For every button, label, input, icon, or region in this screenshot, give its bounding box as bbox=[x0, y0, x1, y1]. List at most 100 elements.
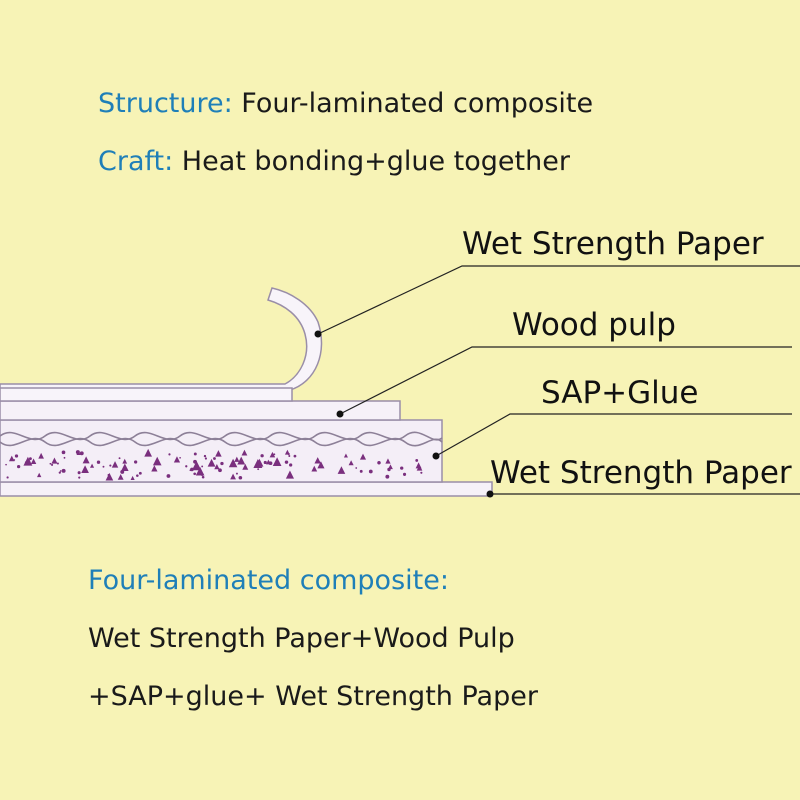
label-bottom-wet-strength-paper: Wet Strength Paper bbox=[490, 455, 792, 491]
label-sap-glue: SAP+Glue bbox=[541, 375, 699, 411]
sap-particle bbox=[152, 456, 162, 466]
structure-line: Structure: Four-laminated composite bbox=[98, 88, 593, 119]
sap-particle bbox=[257, 468, 260, 471]
sap-particle bbox=[385, 474, 390, 479]
structure-value: Four-laminated composite bbox=[232, 88, 594, 119]
sap-particle bbox=[359, 453, 367, 460]
sap-particle bbox=[368, 469, 373, 474]
sap-particle bbox=[59, 470, 62, 472]
sap-particle bbox=[293, 454, 297, 458]
sap-particle bbox=[201, 475, 205, 479]
sap-particle bbox=[144, 448, 153, 457]
sap-particle bbox=[96, 460, 101, 464]
sap-particle bbox=[242, 463, 249, 470]
sap-particle bbox=[213, 457, 216, 460]
sap-particle bbox=[49, 462, 52, 465]
sap-particle bbox=[416, 465, 423, 471]
layer-sap-glue bbox=[0, 419, 443, 483]
sap-particle bbox=[102, 465, 105, 468]
sap-particle bbox=[5, 463, 7, 466]
sap-particle bbox=[400, 466, 404, 470]
sap-particle bbox=[6, 476, 9, 479]
sap-particle bbox=[317, 461, 325, 469]
sap-particle bbox=[79, 451, 84, 456]
sap-particle bbox=[420, 471, 423, 474]
summary-title: Four-laminated composite: bbox=[88, 565, 449, 596]
sap-particle bbox=[30, 458, 37, 464]
sap-particle bbox=[253, 458, 263, 468]
sap-particle bbox=[23, 456, 33, 466]
sap-particle bbox=[193, 452, 197, 456]
sap-particle bbox=[235, 472, 238, 475]
label-wood-pulp: Wood pulp bbox=[512, 307, 676, 343]
sap-particle bbox=[105, 472, 114, 481]
craft-line: Craft: Heat bonding+glue together bbox=[98, 146, 570, 177]
summary-line-1: Wet Strength Paper+Wood Pulp bbox=[88, 623, 515, 654]
structure-label: Structure: bbox=[98, 88, 233, 119]
leader-top-paper bbox=[317, 265, 800, 335]
sap-particle bbox=[415, 459, 419, 462]
sap-particle bbox=[61, 468, 66, 473]
sap-particle bbox=[136, 474, 139, 477]
sap-particle bbox=[234, 456, 240, 462]
leader-dot-sap-glue bbox=[432, 452, 440, 460]
layer-bottom-paper bbox=[0, 481, 493, 497]
sap-particle bbox=[151, 465, 158, 472]
sap-particle bbox=[8, 455, 15, 462]
glue-wave-2 bbox=[0, 437, 443, 447]
sap-particle bbox=[348, 460, 354, 466]
sap-particle bbox=[337, 466, 346, 474]
sap-particle bbox=[201, 465, 204, 468]
sap-particle bbox=[193, 472, 197, 476]
sap-particle bbox=[81, 465, 89, 473]
sap-particle bbox=[195, 466, 205, 476]
sap-particle bbox=[284, 449, 290, 455]
sap-particle bbox=[58, 471, 61, 474]
sap-particle bbox=[198, 473, 201, 476]
leader-sap-glue bbox=[435, 413, 792, 457]
sap-particle bbox=[359, 469, 363, 473]
sap-particle bbox=[166, 474, 171, 478]
sap-particle bbox=[179, 456, 181, 459]
sap-particle bbox=[28, 457, 32, 461]
sap-particle bbox=[377, 461, 381, 465]
sap-particle bbox=[284, 460, 289, 464]
sap-particle bbox=[51, 457, 58, 464]
sap-particle bbox=[314, 457, 321, 464]
sap-particle bbox=[75, 450, 80, 455]
sap-particle bbox=[118, 457, 121, 460]
sap-particle bbox=[269, 451, 276, 458]
sap-particle bbox=[207, 458, 216, 467]
sap-particle bbox=[122, 458, 128, 464]
sap-particle bbox=[343, 453, 348, 458]
sap-particle bbox=[109, 464, 112, 467]
sap-particle bbox=[121, 463, 129, 471]
sap-particle bbox=[193, 459, 197, 464]
sap-particle bbox=[117, 473, 124, 480]
sap-particle bbox=[56, 462, 59, 465]
sap-particle bbox=[37, 472, 42, 478]
sap-particle bbox=[204, 457, 208, 460]
leader-dot-wood-pulp bbox=[336, 410, 344, 418]
sap-particle bbox=[228, 458, 238, 468]
sap-particle bbox=[89, 463, 95, 468]
sap-particle bbox=[272, 457, 282, 467]
sap-particle bbox=[50, 463, 54, 466]
sap-particle bbox=[38, 452, 44, 459]
sap-particle bbox=[189, 469, 192, 472]
layer-top-paper bbox=[0, 287, 323, 391]
summary-line-2: +SAP+glue+ Wet Strength Paper bbox=[88, 681, 538, 712]
sap-particle bbox=[185, 465, 188, 468]
layer-top-paper-body bbox=[0, 387, 293, 402]
sap-particle bbox=[134, 460, 138, 464]
sap-particle bbox=[288, 455, 291, 458]
sap-particle bbox=[63, 456, 66, 459]
sap-particle bbox=[311, 465, 318, 472]
sap-particle bbox=[220, 461, 224, 466]
sap-particle bbox=[138, 471, 142, 475]
sap-particle bbox=[355, 467, 358, 469]
sap-particle bbox=[230, 473, 236, 480]
sap-particle bbox=[192, 462, 201, 471]
sap-particle bbox=[387, 467, 391, 472]
